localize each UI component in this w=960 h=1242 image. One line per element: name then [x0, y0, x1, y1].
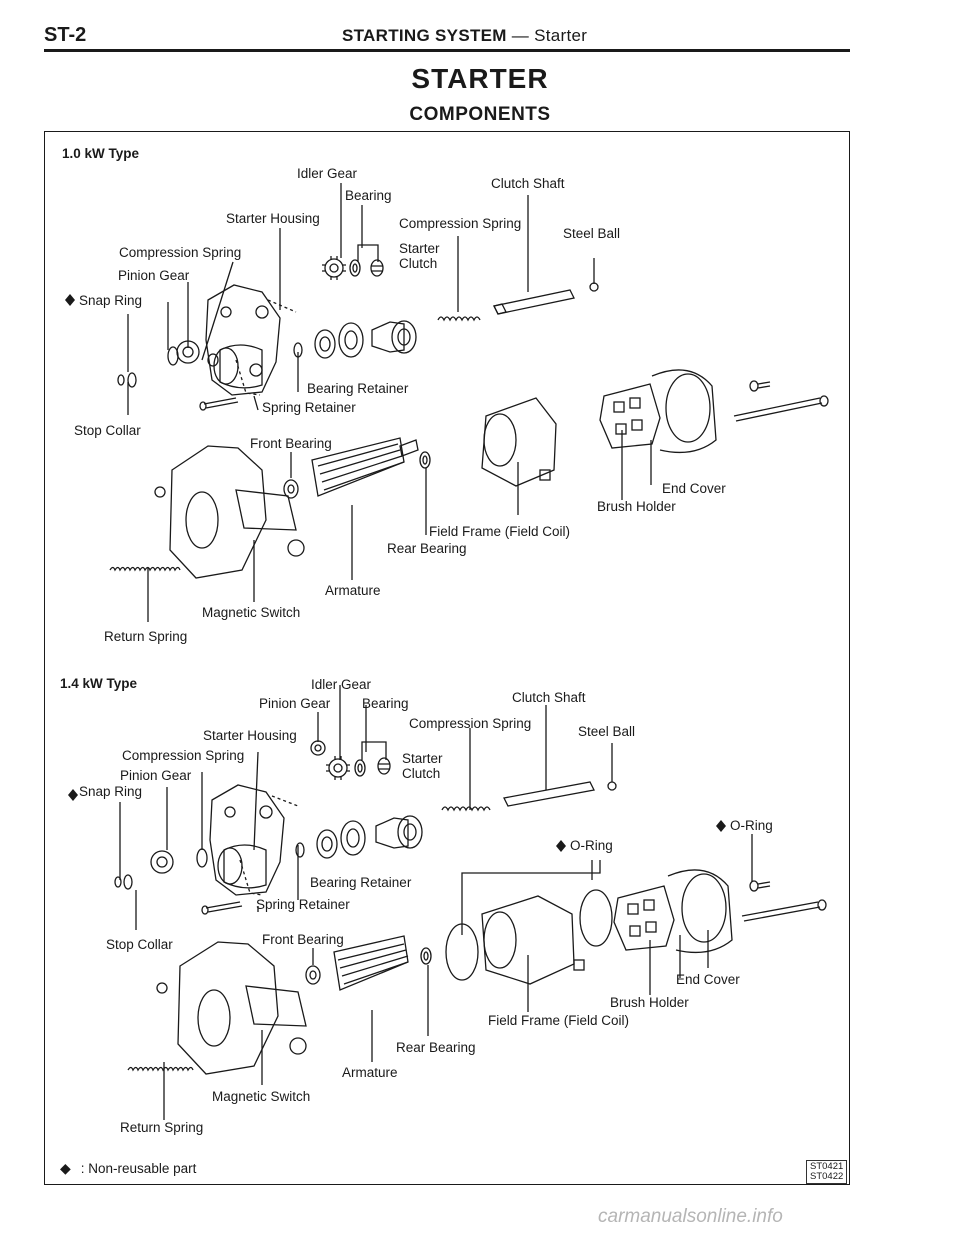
diamond-icon — [556, 840, 566, 852]
figure-code: ST0421 — [810, 1161, 844, 1172]
label-armature: Armature — [325, 583, 381, 598]
page-subtitle: COMPONENTS — [409, 104, 551, 125]
diamond-icon — [65, 294, 75, 306]
figure-code: ST0422 — [810, 1171, 844, 1182]
label-end-cover: End Cover — [662, 481, 726, 496]
label-bearing-retainer-2: Bearing Retainer — [310, 875, 412, 890]
label-stop-collar: Stop Collar — [74, 423, 141, 438]
label-pinion-gear-2: Pinion Gear — [120, 768, 192, 783]
label-stop-collar-2: Stop Collar — [106, 937, 173, 952]
label-compression-spring-left-2: Compression Spring — [122, 748, 245, 763]
section-title-1-4kw: 1.4 kW Type — [60, 676, 138, 691]
label-starter-housing-2: Starter Housing — [203, 728, 297, 743]
page-header: ST-2 STARTING SYSTEM — Starter — [44, 24, 850, 50]
label-pinion-gear: Pinion Gear — [118, 268, 190, 283]
label-brush-holder: Brush Holder — [597, 499, 676, 514]
label-steel-ball-2: Steel Ball — [578, 724, 636, 739]
label-clutch-shaft-2: Clutch Shaft — [512, 690, 586, 705]
figure-codes: ST0421 ST0422 — [806, 1160, 848, 1184]
label-field-frame-2: Field Frame (Field Coil) — [488, 1013, 630, 1028]
label-rear-bearing-2: Rear Bearing — [396, 1040, 476, 1055]
label-magnetic-switch-2: Magnetic Switch — [212, 1089, 311, 1104]
label-bearing-2: Bearing — [362, 696, 409, 711]
label-rear-bearing: Rear Bearing — [387, 541, 467, 556]
header-rule — [44, 49, 850, 52]
label-field-frame: Field Frame (Field Coil) — [429, 524, 571, 539]
label-armature-2: Armature — [342, 1065, 398, 1080]
label-idler-gear-2: Idler Gear — [311, 677, 372, 692]
components-frame — [44, 131, 850, 1185]
diamond-icon — [68, 789, 78, 801]
label-steel-ball: Steel Ball — [563, 226, 621, 241]
label-spring-retainer: Spring Retainer — [262, 400, 356, 415]
label-starter: Starter — [399, 241, 440, 256]
label-bearing-retainer: Bearing Retainer — [307, 381, 409, 396]
label-return-spring: Return Spring — [104, 629, 188, 644]
label-return-spring-2: Return Spring — [120, 1120, 204, 1135]
label-clutch-shaft: Clutch Shaft — [491, 176, 565, 191]
label-end-cover-2: End Cover — [676, 972, 740, 987]
label-o-ring-mid: O-Ring — [570, 838, 613, 853]
label-bearing: Bearing — [345, 188, 392, 203]
label-clutch-2: Clutch — [402, 766, 441, 781]
header-title: STARTING SYSTEM — Starter — [342, 26, 588, 45]
section-title-1-0kw: 1.0 kW Type — [62, 146, 140, 161]
label-front-bearing: Front Bearing — [250, 436, 332, 451]
legend-text: : Non-reusable part — [80, 1161, 197, 1176]
label-idler-gear: Idler Gear — [297, 166, 358, 181]
label-spring-retainer-2: Spring Retainer — [256, 897, 350, 912]
label-magnetic-switch: Magnetic Switch — [202, 605, 301, 620]
label-compression-spring-right: Compression Spring — [399, 216, 522, 231]
label-starter-housing: Starter Housing — [226, 211, 320, 226]
page-code: ST-2 — [44, 24, 87, 46]
label-brush-holder-2: Brush Holder — [610, 995, 689, 1010]
diamond-icon: ◆ — [60, 1160, 71, 1176]
watermark: carmanualsonline.info — [598, 1206, 783, 1227]
label-o-ring-right: O-Ring — [730, 818, 773, 833]
diamond-icon — [716, 820, 726, 832]
label-snap-ring: Snap Ring — [79, 293, 143, 308]
label-snap-ring-2: Snap Ring — [79, 784, 143, 799]
label-compression-spring-right-2: Compression Spring — [409, 716, 532, 731]
label-compression-spring-left: Compression Spring — [119, 245, 242, 260]
legend-non-reusable: ◆ : Non-reusable part — [60, 1160, 196, 1177]
label-pinion-gear-top-2: Pinion Gear — [259, 696, 331, 711]
page-title: STARTER — [411, 63, 549, 94]
label-front-bearing-2: Front Bearing — [262, 932, 344, 947]
label-clutch: Clutch — [399, 256, 438, 271]
label-starter-2: Starter — [402, 751, 443, 766]
